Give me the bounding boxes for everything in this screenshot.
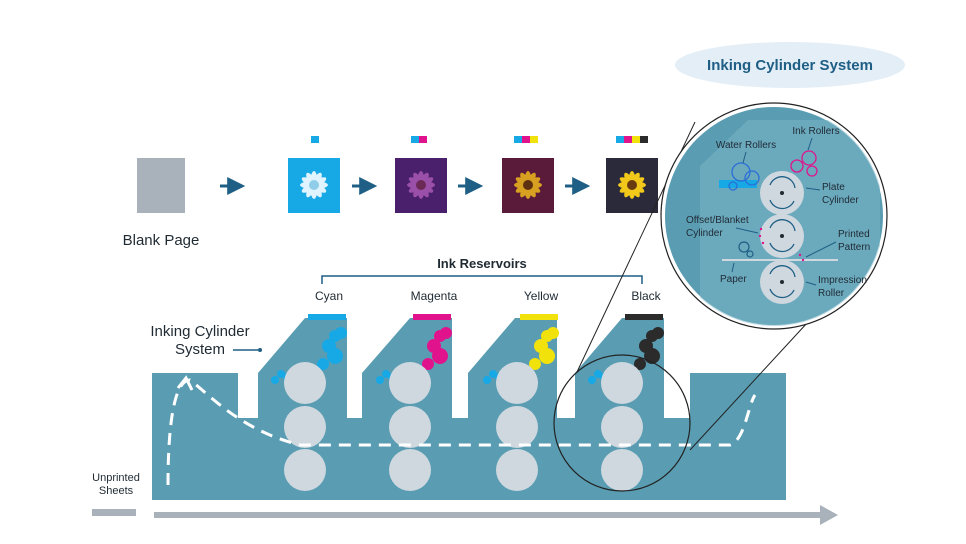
impression-cylinder bbox=[389, 449, 431, 491]
ink-roller bbox=[547, 327, 559, 339]
offset-cylinder-label-2: Cylinder bbox=[686, 228, 723, 239]
ink-cap bbox=[520, 314, 558, 320]
reservoir-label: Yellow bbox=[524, 289, 559, 303]
offset-cylinder bbox=[601, 406, 643, 448]
impression-cylinder bbox=[601, 449, 643, 491]
offset-cylinder bbox=[389, 406, 431, 448]
ink-reservoirs-bracket: Ink Reservoirs bbox=[321, 256, 643, 284]
plate-cylinder-label-2: Cylinder bbox=[822, 195, 859, 206]
detail-circle: Water Rollers Ink Rollers Plate Cylinder… bbox=[660, 102, 888, 330]
step-black bbox=[606, 136, 658, 213]
paper-label: Paper bbox=[720, 274, 747, 285]
flower-icon bbox=[407, 171, 435, 199]
plate-cylinder-label-1: Plate bbox=[822, 182, 845, 193]
offset-cylinder bbox=[496, 406, 538, 448]
inking-system-label-1: Inking Cylinder bbox=[150, 323, 249, 340]
water-roller bbox=[588, 376, 596, 384]
flower-icon bbox=[618, 171, 646, 199]
reservoir-unit-yellow: Yellow bbox=[483, 289, 559, 491]
step-cyan bbox=[288, 136, 340, 213]
unprinted-sheets: Unprinted Sheets bbox=[92, 472, 838, 525]
header-badge: Inking Cylinder System bbox=[675, 42, 905, 88]
ink-roller bbox=[539, 348, 555, 364]
blank-page bbox=[137, 158, 185, 213]
ink-roller bbox=[432, 348, 448, 364]
ink-roller bbox=[652, 327, 664, 339]
plate-cylinder bbox=[389, 362, 431, 404]
step-yellow bbox=[502, 136, 554, 213]
paper-path bbox=[166, 378, 757, 486]
ink-cap bbox=[413, 314, 451, 320]
printed-pattern-label-1: Printed bbox=[838, 229, 870, 240]
water-roller bbox=[483, 376, 491, 384]
impression-cylinder bbox=[284, 449, 326, 491]
ink-roller bbox=[335, 327, 347, 339]
reservoir-label: Magenta bbox=[411, 289, 458, 303]
reservoir-label: Black bbox=[631, 289, 661, 303]
plate-cylinder bbox=[496, 362, 538, 404]
ink-cap bbox=[308, 314, 346, 320]
printed-pattern-label-2: Pattern bbox=[838, 242, 870, 253]
offset-cylinder-label-1: Offset/Blanket bbox=[686, 215, 749, 226]
unprinted-label-2: Sheets bbox=[99, 485, 134, 497]
step-magenta bbox=[395, 136, 447, 213]
impression-roller-label-1: Impression bbox=[818, 275, 867, 286]
water-roller bbox=[382, 370, 390, 378]
inking-system-callout: Inking Cylinder System bbox=[150, 323, 262, 358]
paper-path-arrow bbox=[176, 375, 194, 391]
reservoir-unit-magenta: Magenta bbox=[376, 289, 458, 491]
plate-cylinder bbox=[284, 362, 326, 404]
impression-cylinder bbox=[496, 449, 538, 491]
ink-roller bbox=[422, 358, 434, 370]
water-roller bbox=[594, 370, 602, 378]
ink-roller bbox=[529, 358, 541, 370]
offset-cylinder bbox=[284, 406, 326, 448]
ink-reservoirs-title: Ink Reservoirs bbox=[437, 256, 527, 271]
impression-roller-label-2: Roller bbox=[818, 288, 845, 299]
inking-system-label-2: System bbox=[175, 341, 225, 358]
process-row: Blank Page bbox=[123, 136, 658, 249]
water-roller bbox=[376, 376, 384, 384]
ink-rollers-label: Ink Rollers bbox=[792, 126, 839, 137]
water-rollers bbox=[728, 162, 760, 191]
press-machine bbox=[152, 318, 786, 500]
water-rollers-label: Water Rollers bbox=[716, 140, 776, 151]
ink-roller bbox=[317, 358, 329, 370]
ink-roller bbox=[634, 358, 646, 370]
reservoir-label: Cyan bbox=[315, 289, 343, 303]
water-roller bbox=[277, 370, 285, 378]
reservoir-units: Cyan Magenta Yellow Black bbox=[271, 289, 664, 491]
plate-cylinder bbox=[601, 362, 643, 404]
blank-page-label: Blank Page bbox=[123, 232, 200, 249]
reservoir-unit-black: Black bbox=[588, 289, 664, 491]
flower-icon bbox=[300, 171, 328, 199]
flower-icon bbox=[514, 171, 542, 199]
ink-roller bbox=[327, 348, 343, 364]
unprinted-label-1: Unprinted bbox=[92, 472, 140, 484]
water-roller bbox=[271, 376, 279, 384]
water-roller bbox=[489, 370, 497, 378]
ink-roller bbox=[440, 327, 452, 339]
ink-cap bbox=[625, 314, 663, 320]
ink-rollers bbox=[790, 150, 818, 177]
header-title: Inking Cylinder System bbox=[707, 57, 873, 74]
reservoir-unit-cyan: Cyan bbox=[271, 289, 347, 491]
